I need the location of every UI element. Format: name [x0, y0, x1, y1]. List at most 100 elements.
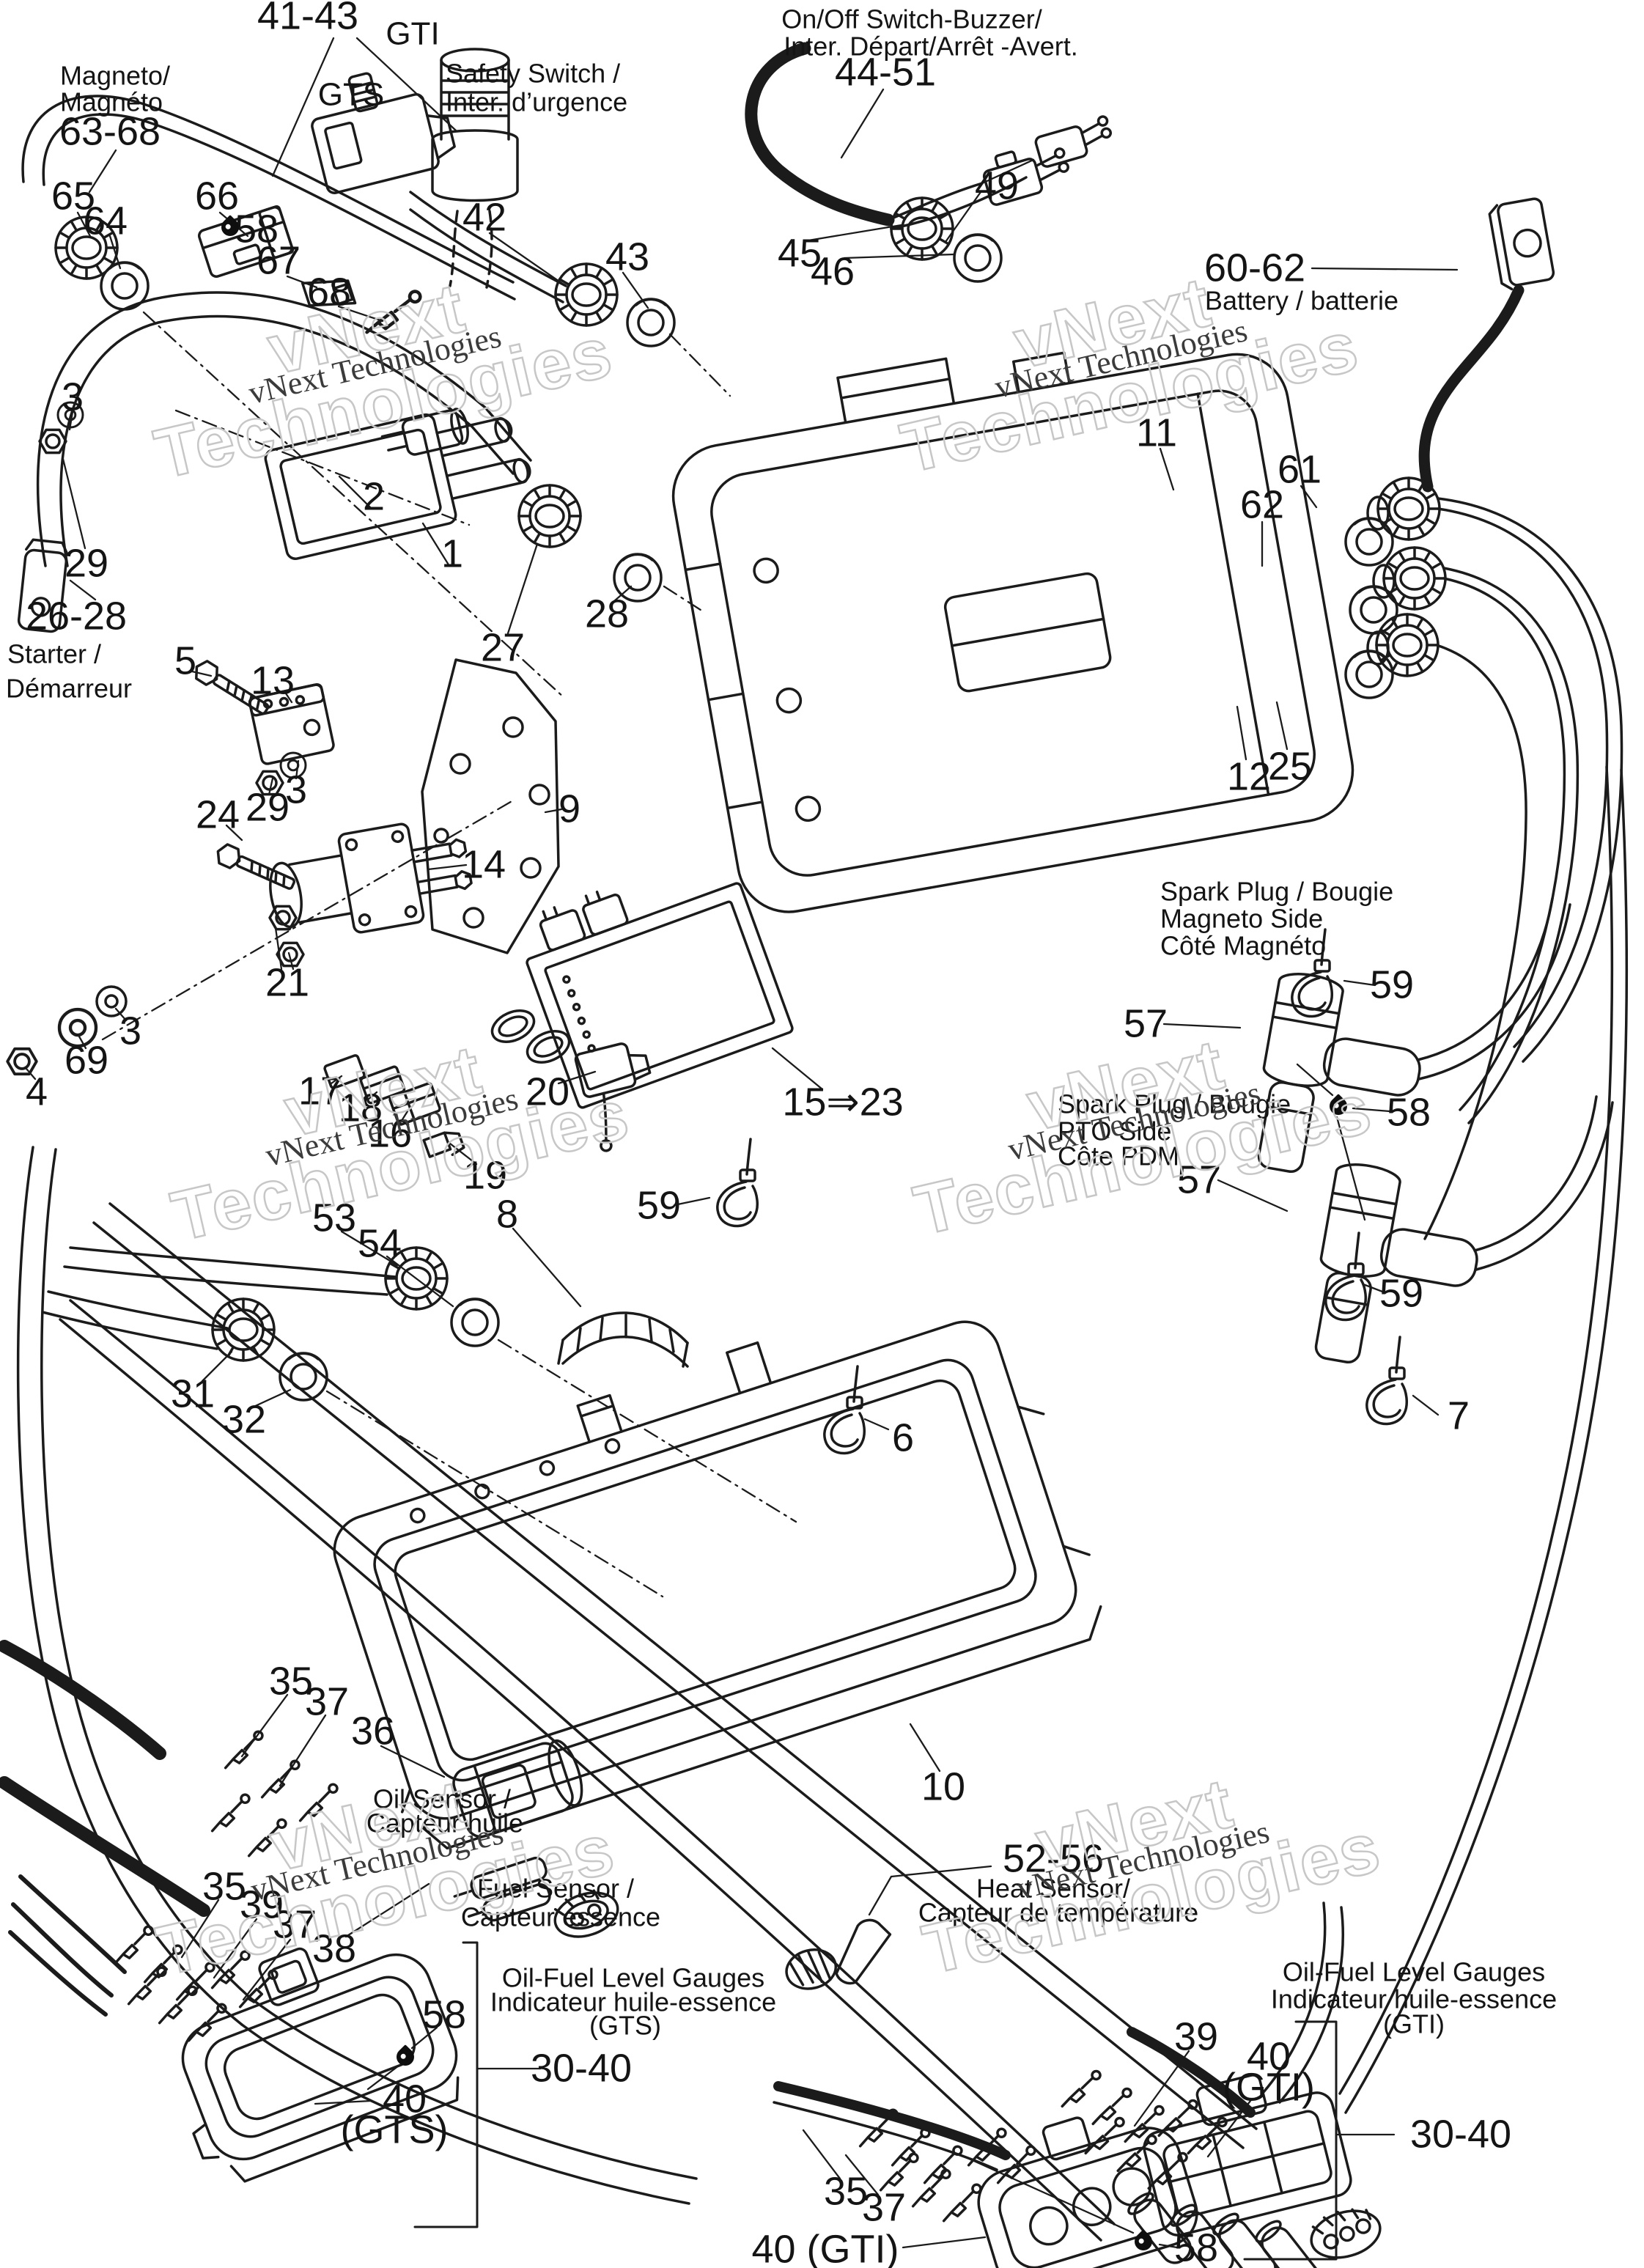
callout-27: 27 — [480, 625, 526, 670]
label-gti-switch: GTI — [386, 15, 440, 52]
onoff-switch-buzzer — [745, 42, 1112, 283]
callout-54: 54 — [357, 1221, 402, 1266]
callout-49: 49 — [974, 163, 1020, 208]
safety-switch-gts — [311, 72, 676, 347]
callout-32: 32 — [221, 1397, 267, 1442]
magneto-harness — [21, 95, 516, 333]
callout-58-gti: 58 — [1173, 2225, 1219, 2268]
callout-1: 1 — [441, 531, 464, 576]
callout-9: 9 — [558, 787, 581, 831]
callout-3-plate: 3 — [284, 767, 308, 812]
safety-switch-gti — [431, 48, 519, 289]
callout-68: 68 — [306, 270, 352, 314]
callout-37-gti: 37 — [861, 2185, 907, 2230]
callout-42: 42 — [462, 195, 507, 240]
callout-8: 8 — [495, 1192, 519, 1237]
label-safety-switch-fr: Inter. d’urgence — [446, 86, 628, 117]
callout-21: 21 — [265, 960, 310, 1005]
label-starter-en: Starter / — [7, 638, 102, 669]
label-sparkplug-pto-3: Côte PDM — [1058, 1141, 1180, 1171]
callout-65: 65 — [51, 174, 96, 218]
label-fuel-sensor-fr: Capteur essence — [460, 1901, 661, 1932]
callout-31: 31 — [170, 1372, 215, 1416]
label-sparkplug-mag-1: Spark Plug / Bougie — [1160, 876, 1394, 907]
label-sparkplug-mag-2: Magneto Side — [1160, 903, 1324, 934]
spark-plug-boots — [1257, 897, 1614, 1364]
oil-fuel-pipes — [16, 1146, 1258, 2242]
callout-52-56: 52-56 — [1002, 1836, 1105, 1881]
connector-66 — [197, 205, 295, 278]
callout-44-51: 44-51 — [834, 50, 937, 95]
battery — [671, 351, 1396, 913]
label-gts-switch: GTS — [317, 76, 385, 113]
callout-25: 25 — [1267, 744, 1313, 789]
callout-4: 4 — [25, 1069, 48, 1114]
callout-60-62: 60-62 — [1203, 246, 1306, 290]
callout-43: 43 — [605, 235, 650, 279]
callout-24: 24 — [195, 792, 240, 837]
callout-57-pto: 57 — [1176, 1157, 1222, 1202]
callout-59-tie-mid: 59 — [636, 1183, 682, 1228]
callout-62: 62 — [1239, 482, 1285, 527]
callout-46: 46 — [810, 249, 855, 294]
rubber-elbow-8 — [557, 1311, 689, 1368]
label-oil-sensor-en: Oil Sensor / — [372, 1783, 512, 1814]
callout-63-68: 63-68 — [59, 109, 161, 154]
label-heat-sensor-en: Heat Sensor/ — [976, 1873, 1131, 1904]
label-gauges-gti-1: Oil-Fuel Level Gauges — [1282, 1956, 1546, 1987]
callout-3-washer: 3 — [119, 1009, 142, 1053]
callout-11: 11 — [1135, 410, 1178, 455]
callout-36: 36 — [350, 1709, 396, 1753]
electrical-tray — [333, 1320, 1102, 1850]
callout-59-tie-low: 59 — [1379, 1271, 1424, 1316]
gts-gauge-connector — [8, 1874, 460, 2183]
callout-66: 66 — [194, 174, 240, 218]
callout-61: 61 — [1277, 447, 1322, 492]
callout-14: 14 — [461, 842, 506, 887]
callout-53: 53 — [312, 1196, 357, 1240]
callout-15-23: 15⇒23 — [782, 1080, 904, 1124]
callout-18: 18 — [338, 1086, 383, 1130]
label-magneto-fr: Magnéto — [59, 86, 163, 117]
starter-cable-coil — [17, 291, 663, 633]
label-fuel-sensor-en: Fuel Sensor / — [476, 1873, 635, 1904]
label-onoff-en: On/Off Switch-Buzzer/ — [781, 4, 1042, 34]
callout-40-gti-sub: (GTI) — [1223, 2065, 1315, 2110]
label-gauges-gts-1: Oil-Fuel Level Gauges — [501, 1962, 765, 1993]
callout-35-fuel: 35 — [202, 1864, 247, 1909]
callout-29-starter: 29 — [64, 541, 109, 586]
terminal-67 — [301, 279, 357, 307]
callout-13: 13 — [250, 658, 295, 703]
callout-28: 28 — [584, 592, 630, 636]
callout-12: 12 — [1226, 754, 1272, 799]
callout-58-spark: 58 — [1386, 1090, 1431, 1135]
callout-35-oil: 35 — [268, 1659, 314, 1704]
gti-centre-connector — [773, 2081, 1198, 2268]
label-safety-switch-en: Safety Switch / — [446, 58, 621, 89]
label-magneto-en: Magneto/ — [59, 60, 171, 91]
callout-45: 45 — [777, 231, 822, 276]
callout-10: 10 — [921, 1764, 966, 1809]
callout-17: 17 — [298, 1069, 343, 1113]
label-sparkplug-mag-3: Côté Magnéto — [1160, 930, 1327, 961]
callout-26-28: 26-28 — [25, 594, 128, 638]
label-starter-fr: Démarreur — [6, 673, 133, 704]
callout-39-fuel: 39 — [239, 1882, 284, 1927]
callout-59-tie-top: 59 — [1369, 962, 1415, 1007]
callout-20: 20 — [525, 1069, 570, 1114]
label-sparkplug-pto-2: PTO Side — [1058, 1116, 1172, 1146]
gti-gauge-connector — [1053, 1901, 1382, 2268]
leader-lines — [25, 37, 1459, 2261]
callout-35-gti: 35 — [823, 2169, 869, 2214]
callout-40-gts: 40 — [382, 2077, 427, 2121]
callout-37-oil: 37 — [304, 1679, 350, 1724]
callout-16: 16 — [367, 1111, 413, 1156]
callout-57-mag: 57 — [1123, 1001, 1168, 1046]
label-gauges-gti-2: Indicateur huile-essence — [1270, 1984, 1558, 2014]
label-heat-sensor-fr: Capteur de température — [918, 1897, 1199, 1928]
mount-plate-solenoid — [6, 656, 560, 1076]
callout-30-40-gts: 30-40 — [530, 2046, 633, 2091]
label-gauges-gti-3: (GTI) — [1383, 2009, 1445, 2039]
callout-2: 2 — [362, 474, 386, 519]
